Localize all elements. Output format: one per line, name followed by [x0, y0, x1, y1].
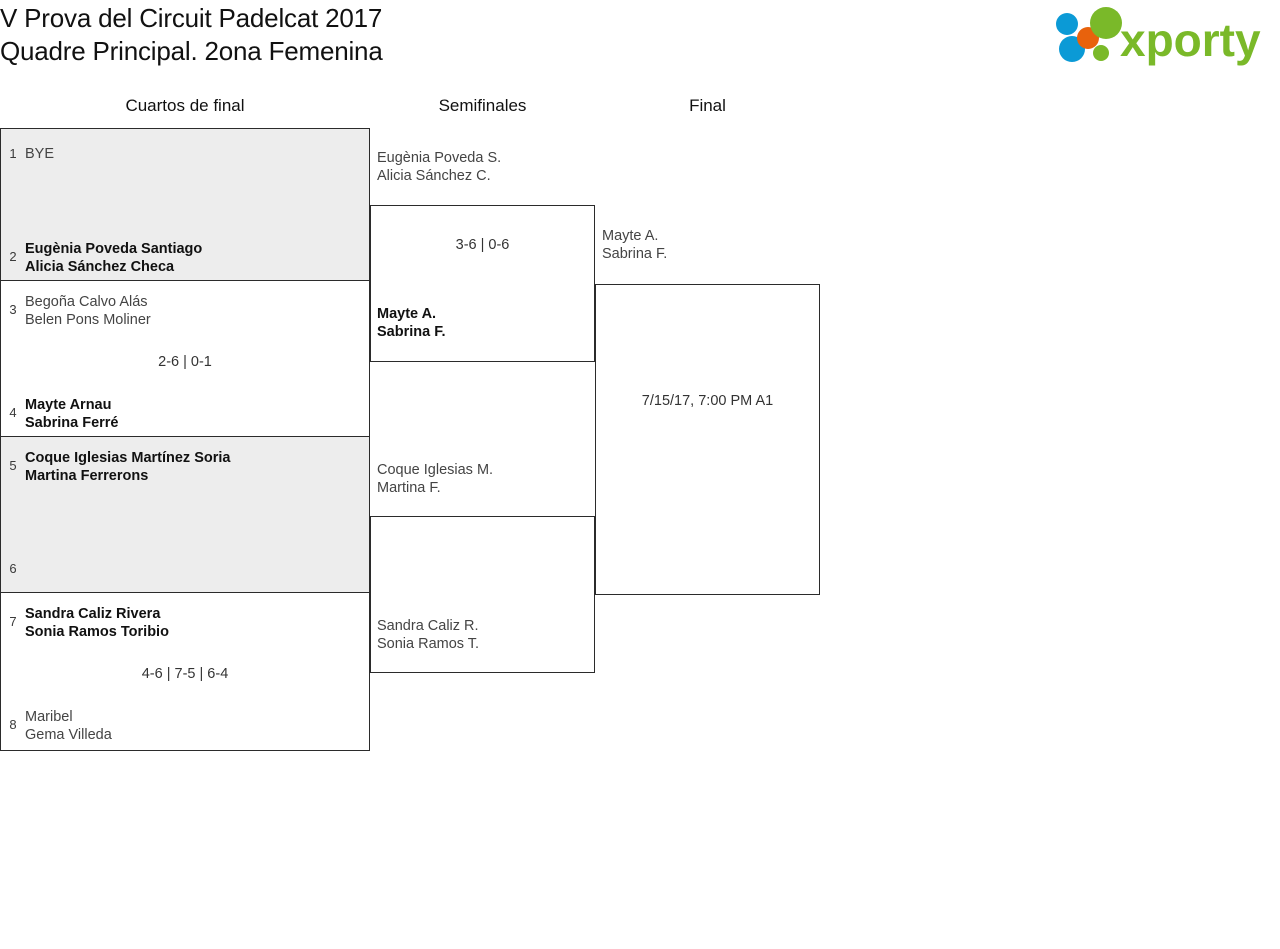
page-title: V Prova del Circuit Padelcat 2017 Quadre…: [0, 2, 900, 68]
sf1-team-bottom-player2: Sabrina F.: [377, 324, 446, 340]
qf4-seed-bottom: 8: [9, 717, 17, 732]
qf1-team-bottom[interactable]: Eugènia Poveda Santiago Alicia Sánchez C…: [25, 240, 202, 276]
qf2-team-top-player2: Belen Pons Moliner: [25, 312, 151, 328]
qf1-team-bottom-player1: Eugènia Poveda Santiago: [25, 241, 203, 257]
semifinal-match-2[interactable]: [370, 516, 595, 673]
qf2-team-bottom-player1: Mayte Arnau: [25, 397, 112, 413]
qf4-team-top-player1: Sandra Caliz Rivera: [25, 606, 161, 622]
qf3-team-top[interactable]: Coque Iglesias Martínez Soria Martina Fe…: [25, 449, 230, 485]
sf2-team-bottom-player2: Sonia Ramos T.: [377, 636, 480, 652]
qf4-seed-top: 7: [9, 614, 17, 629]
qf3-seed-top: 5: [9, 458, 17, 473]
qf2-seed-top: 3: [9, 302, 17, 317]
qf2-team-top[interactable]: Begoña Calvo Alás Belen Pons Moliner: [25, 293, 151, 329]
qf3-team-top-player1: Coque Iglesias Martínez Soria: [25, 450, 231, 466]
xporty-logo[interactable]: xporty: [1050, 6, 1278, 68]
logo-dot-green-large: [1090, 7, 1122, 39]
qf2-team-top-player1: Begoña Calvo Alás: [25, 294, 148, 310]
xporty-logo-svg: xporty: [1056, 7, 1261, 66]
sf1-score: 3-6 | 0-6: [455, 237, 510, 253]
qf4-score: 4-6 | 7-5 | 6-4: [141, 666, 229, 682]
qf4-team-top-player2: Sonia Ramos Toribio: [25, 624, 169, 640]
final-team-top-player2: Sabrina F.: [602, 246, 668, 262]
quarterfinal-match-2[interactable]: [0, 280, 370, 437]
sf1-team-top[interactable]: Eugènia Poveda S. Alicia Sánchez C.: [377, 149, 501, 185]
qf1-seed-top: 1: [9, 146, 17, 161]
quarterfinal-match-4[interactable]: [0, 592, 370, 751]
qf3-seed-bottom: 6: [9, 561, 17, 576]
tournament-name: V Prova del Circuit Padelcat 2017: [0, 3, 383, 33]
sf1-team-bottom[interactable]: Mayte A. Sabrina F.: [377, 305, 446, 341]
qf4-team-bottom[interactable]: Maribel Gema Villeda: [25, 708, 112, 744]
logo-dot-green-small: [1093, 45, 1109, 61]
sf2-team-bottom-player1: Sandra Caliz R.: [377, 618, 479, 634]
qf2-score: 2-6 | 0-1: [158, 354, 212, 370]
final-team-top-player1: Mayte A.: [602, 228, 659, 244]
sf1-team-top-player1: Eugènia Poveda S.: [377, 150, 502, 166]
sf2-team-top-player2: Martina F.: [377, 480, 441, 496]
sf2-team-bottom[interactable]: Sandra Caliz R. Sonia Ramos T.: [377, 617, 479, 653]
logo-wordmark: xporty: [1120, 14, 1261, 66]
qf4-team-bottom-player2: Gema Villeda: [25, 727, 112, 743]
qf4-team-bottom-player1: Maribel: [25, 709, 73, 725]
quarterfinal-match-1[interactable]: [0, 128, 370, 281]
qf2-seed-bottom: 4: [9, 405, 17, 420]
draw-name: Quadre Principal. 2ona Femenina: [0, 36, 383, 66]
quarterfinal-match-3[interactable]: [0, 436, 370, 593]
logo-dot-blue-top: [1056, 13, 1078, 35]
qf4-team-top[interactable]: Sandra Caliz Rivera Sonia Ramos Toribio: [25, 605, 169, 641]
sf2-team-top[interactable]: Coque Iglesias M. Martina F.: [377, 461, 493, 497]
round-header-quarterfinals: Cuartos de final: [125, 96, 245, 115]
qf1-bye-label: BYE: [25, 146, 55, 162]
round-header-semifinals: Semifinales: [438, 96, 527, 115]
final-team-top[interactable]: Mayte A. Sabrina F.: [602, 227, 667, 263]
qf1-team-bottom-player2: Alicia Sánchez Checa: [25, 259, 175, 275]
sf1-team-bottom-player1: Mayte A.: [377, 306, 437, 322]
semifinal-match-1[interactable]: [370, 205, 595, 362]
final-match[interactable]: [595, 284, 820, 595]
qf2-team-bottom[interactable]: Mayte Arnau Sabrina Ferré: [25, 396, 119, 432]
qf2-team-bottom-player2: Sabrina Ferré: [25, 415, 119, 431]
final-schedule: 7/15/17, 7:00 PM A1: [641, 393, 774, 409]
sf2-team-top-player1: Coque Iglesias M.: [377, 462, 494, 478]
sf1-team-top-player2: Alicia Sánchez C.: [377, 168, 491, 184]
qf3-team-top-player2: Martina Ferrerons: [25, 468, 149, 484]
qf1-seed-bottom: 2: [9, 249, 17, 264]
round-header-final: Final: [689, 96, 726, 115]
